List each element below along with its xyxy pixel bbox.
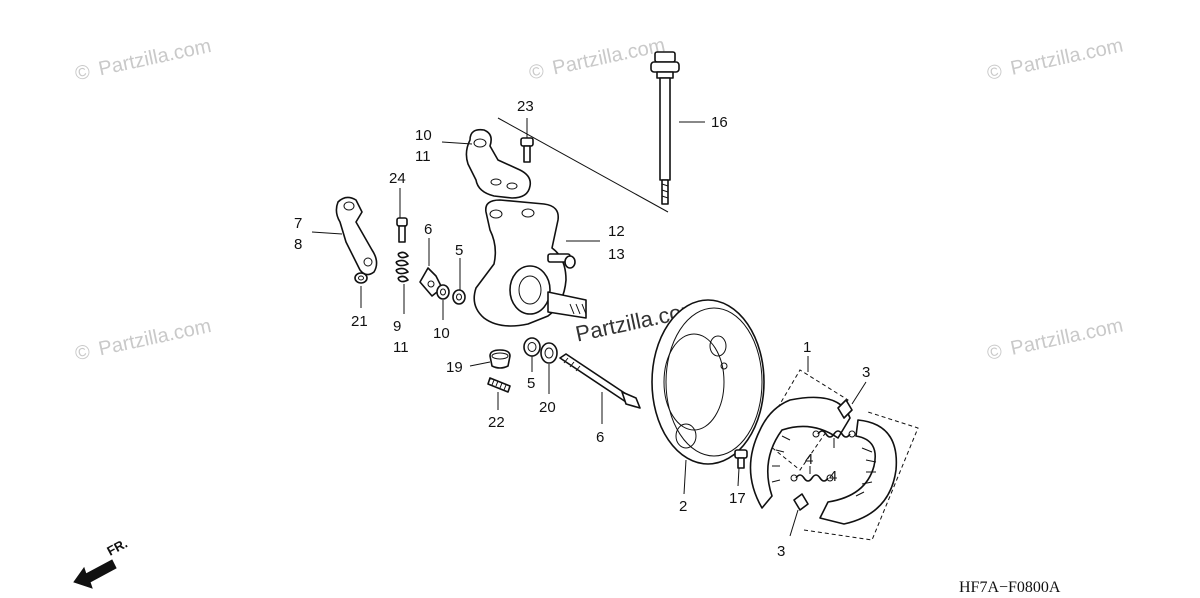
shoe-group-outline xyxy=(759,369,849,471)
callout-14: 11 xyxy=(415,148,431,165)
front-label: FR. xyxy=(104,536,130,559)
front-direction-indicator: FR. xyxy=(73,536,130,589)
callout-2: 2 xyxy=(679,498,687,515)
part-8-lever xyxy=(335,196,378,276)
part-4-spring xyxy=(812,430,856,438)
part-18-bolt xyxy=(650,51,680,205)
part-19-cap xyxy=(489,349,511,369)
diagram-code: HF7A−F0800A xyxy=(959,579,1061,596)
part-23-bolt xyxy=(520,137,534,163)
part-11-collar xyxy=(436,284,450,300)
callout-10: 9 xyxy=(393,318,401,335)
callout-15: 12 xyxy=(608,223,625,240)
front-arrow-icon xyxy=(73,559,117,589)
callout-21: 21 xyxy=(351,313,368,330)
callout-8: 7 xyxy=(294,215,302,232)
callout-5a: 5 xyxy=(455,242,463,259)
part-21-nut xyxy=(354,272,368,284)
callout-19: 19 xyxy=(446,359,463,376)
part-5-washer xyxy=(452,289,466,305)
shoe-group-outline xyxy=(803,411,919,541)
callout-13: 10 xyxy=(415,127,432,144)
part-2-brake-drum xyxy=(651,299,765,465)
callout-9: 8 xyxy=(294,236,302,253)
watermark-text: Partzilla.com xyxy=(1009,35,1126,80)
callout-11: 10 xyxy=(433,325,450,342)
callout-20: 20 xyxy=(539,399,556,416)
assembly-line xyxy=(497,117,669,213)
part-20-washer xyxy=(540,342,558,364)
part-13-bracket xyxy=(465,128,532,199)
part-5-washer xyxy=(523,337,541,357)
callout-16: 13 xyxy=(608,246,625,263)
watermark-copyright: © xyxy=(73,341,92,366)
callout-3b: 3 xyxy=(777,543,785,560)
callout-12: 11 xyxy=(393,339,409,356)
watermark-text: Partzilla.com xyxy=(97,315,214,360)
watermark-layer: ©Partzilla.com ©Partzilla.com ©Partzilla… xyxy=(73,34,1125,365)
callouts: 16 10 11 23 24 7 8 6 5 12 13 21 9 11 10 … xyxy=(294,98,870,560)
callout-1: 1 xyxy=(803,339,811,356)
callout-4a: 4 xyxy=(829,468,837,485)
part-3-clip xyxy=(837,399,853,419)
watermark-text: Partzilla.com xyxy=(1009,315,1126,360)
part-6-shaft xyxy=(559,353,641,409)
part-7-plate xyxy=(419,267,443,297)
part-10-spring xyxy=(395,251,409,283)
watermark-text: Partzilla.com xyxy=(551,34,668,79)
leader-lines xyxy=(311,118,867,537)
watermark-copyright: © xyxy=(73,61,92,86)
watermark-copyright: © xyxy=(985,340,1004,365)
callout-17: 17 xyxy=(729,490,746,507)
callout-4b: 4 xyxy=(805,451,813,468)
callout-5b: 5 xyxy=(527,375,535,392)
watermark-copyright: © xyxy=(985,60,1004,85)
callout-18: 16 xyxy=(711,114,728,131)
part-22-stud xyxy=(487,377,511,393)
watermark-text: Partzilla.com xyxy=(97,35,214,80)
part-3-clip xyxy=(793,493,809,511)
callout-22: 22 xyxy=(488,414,505,431)
callout-23: 23 xyxy=(517,98,534,115)
callout-6: 6 xyxy=(596,429,604,446)
part-1-brake-shoe xyxy=(749,396,898,525)
callout-7: 6 xyxy=(424,221,432,238)
watermark-copyright: © xyxy=(527,60,546,85)
callout-24: 24 xyxy=(389,170,406,187)
callout-3a: 3 xyxy=(862,364,870,381)
part-17-bolt xyxy=(734,449,748,469)
part-4-spring xyxy=(790,474,834,482)
knuckle-body xyxy=(473,199,587,327)
part-24-bolt xyxy=(396,217,408,243)
